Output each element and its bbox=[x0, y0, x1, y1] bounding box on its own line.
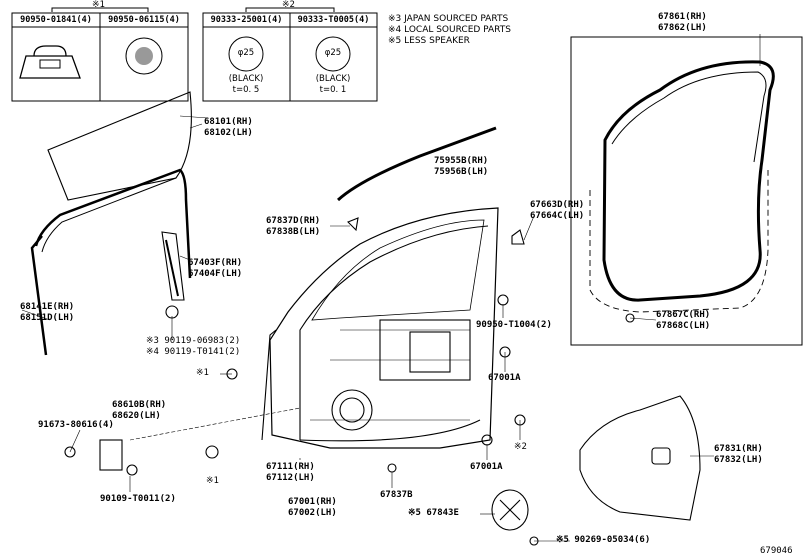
door-hinge bbox=[99, 439, 123, 471]
box2-color-b: (BLACK) bbox=[315, 74, 351, 84]
legend-local: ※4 LOCAL SOURCED PARTS bbox=[388, 25, 511, 35]
label-67111: 67111(RH) 67112(LH) bbox=[266, 462, 315, 483]
label-68141: 68141E(RH) 68151D(LH) bbox=[20, 302, 75, 323]
label-90109: 90109-T0011(2) bbox=[100, 494, 176, 504]
diagram-id: 679046 bbox=[760, 546, 793, 556]
label-67837b: 67837B bbox=[380, 490, 413, 500]
label-67861: 67861(RH) 67862(LH) bbox=[658, 12, 707, 33]
label-67843e: ※5 67843E bbox=[408, 508, 459, 518]
label-67663: 67663D(RH) 67664C(LH) bbox=[530, 200, 585, 221]
door-shell bbox=[269, 207, 499, 449]
label-mark2-right: ※2 bbox=[514, 442, 527, 452]
seal-circle-b bbox=[315, 36, 351, 72]
legend-less-speaker: ※5 LESS SPEAKER bbox=[388, 36, 470, 46]
service-hole-cover bbox=[579, 395, 701, 521]
box2-mark: ※2 bbox=[282, 0, 295, 10]
label-67867: 67867C(RH) 67868C(LH) bbox=[656, 310, 711, 331]
label-90119: ※3 90119-06983(2) ※4 90119-T0141(2) bbox=[146, 336, 241, 357]
weatherstrip-box bbox=[570, 36, 803, 346]
clip-icon bbox=[19, 55, 81, 79]
box2-color-a: (BLACK) bbox=[228, 74, 264, 84]
box2-dia-b: φ25 bbox=[324, 48, 342, 58]
label-90269: ※5 90269-05034(6) bbox=[556, 535, 651, 545]
speaker bbox=[491, 489, 529, 531]
door-opening-weatherstrip bbox=[602, 60, 775, 302]
label-91673: 91673-80616(4) bbox=[38, 420, 114, 430]
box2-part-a: 90333-25001(4) bbox=[210, 15, 283, 25]
box1-part-b: 90950-06115(4) bbox=[108, 15, 180, 25]
label-68101: 68101(RH) 68102(LH) bbox=[204, 117, 253, 138]
glass-run-channel bbox=[34, 168, 192, 279]
box2-thick-b: t=0. 1 bbox=[319, 85, 347, 95]
seal-circle-a bbox=[228, 36, 264, 72]
label-67001a-bot: 67001A bbox=[470, 462, 503, 472]
door-glass bbox=[47, 91, 192, 201]
label-75955: 75955B(RH) 75956B(LH) bbox=[434, 156, 489, 177]
box2-dia-a: φ25 bbox=[237, 48, 255, 58]
label-67403: 67403F(RH) 67404F(LH) bbox=[188, 258, 243, 279]
box2-part-b: 90333-T0005(4) bbox=[297, 15, 370, 25]
label-67837d: 67837D(RH) 67838B(LH) bbox=[266, 216, 321, 237]
box1-mark: ※1 bbox=[92, 0, 105, 10]
pad-icon bbox=[125, 37, 163, 75]
belt-moulding bbox=[336, 126, 497, 202]
label-67001a-top: 67001A bbox=[488, 373, 521, 383]
box2-thick-a: t=0. 5 bbox=[232, 85, 260, 95]
belt-strip bbox=[30, 235, 48, 356]
label-67001: 67001(RH) 67002(LH) bbox=[288, 497, 337, 518]
label-mark1-bot: ※1 bbox=[206, 476, 219, 486]
division-bar bbox=[161, 231, 185, 301]
label-mark1-left: ※1 bbox=[196, 368, 209, 378]
label-68610: 68610B(RH) 68620(LH) bbox=[112, 400, 167, 421]
legend-japan: ※3 JAPAN SOURCED PARTS bbox=[388, 14, 509, 24]
box1-part-a: 90950-01841(4) bbox=[20, 15, 92, 25]
label-67831: 67831(RH) 67832(LH) bbox=[714, 444, 763, 465]
label-90950-t1004: 90950-T1004(2) bbox=[476, 320, 552, 330]
